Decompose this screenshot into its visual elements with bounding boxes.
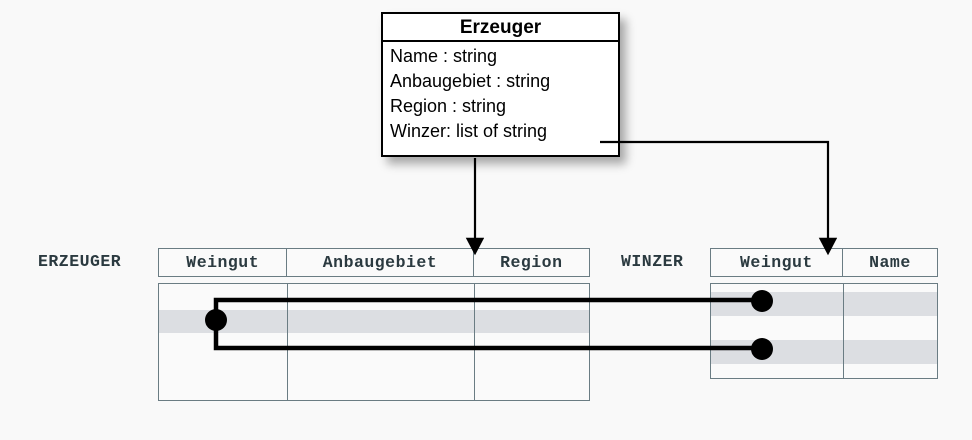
uml-attribute-anbaugebiet: Anbaugebiet : string bbox=[390, 71, 551, 91]
uml-class-box: Erzeuger Name : string Anbaugebiet : str… bbox=[381, 12, 620, 157]
column-divider bbox=[474, 284, 475, 400]
table-header-row-erzeuger: Weingut Anbaugebiet Region bbox=[158, 248, 590, 277]
table-row[interactable] bbox=[159, 284, 589, 310]
table-row[interactable] bbox=[159, 357, 589, 400]
table-body-erzeuger bbox=[158, 283, 590, 401]
column-header-anbaugebiet: Anbaugebiet bbox=[287, 249, 474, 276]
relation-table-winzer: Weingut Name bbox=[710, 248, 938, 379]
column-divider bbox=[287, 284, 288, 400]
relation-table-erzeuger: Weingut Anbaugebiet Region bbox=[158, 248, 590, 401]
table-label-erzeuger: ERZEUGER bbox=[38, 252, 122, 271]
table-label-winzer: WINZER bbox=[621, 252, 684, 271]
uml-attribute-name: Name : string bbox=[390, 46, 498, 66]
table-row[interactable] bbox=[711, 340, 937, 364]
table-row[interactable] bbox=[711, 316, 937, 340]
table-row[interactable] bbox=[711, 292, 937, 316]
table-header-row-winzer: Weingut Name bbox=[710, 248, 938, 277]
table-body-winzer bbox=[710, 283, 938, 379]
column-header-weingut: Weingut bbox=[711, 249, 843, 276]
column-header-region: Region bbox=[500, 253, 563, 272]
uml-attribute-winzer: Winzer: list of string bbox=[390, 121, 548, 141]
table-row[interactable] bbox=[159, 310, 589, 333]
uml-class-name: Erzeuger bbox=[383, 14, 618, 42]
column-header-weingut: Weingut bbox=[159, 249, 288, 276]
table-row[interactable] bbox=[159, 333, 589, 357]
column-divider bbox=[843, 284, 844, 378]
uml-attribute-list: Name : string Anbaugebiet : string Regio… bbox=[383, 42, 618, 144]
mapping-arrow-winzer bbox=[600, 140, 838, 256]
uml-attribute-region: Region : string bbox=[390, 96, 507, 116]
column-header-name: Name bbox=[869, 253, 911, 272]
